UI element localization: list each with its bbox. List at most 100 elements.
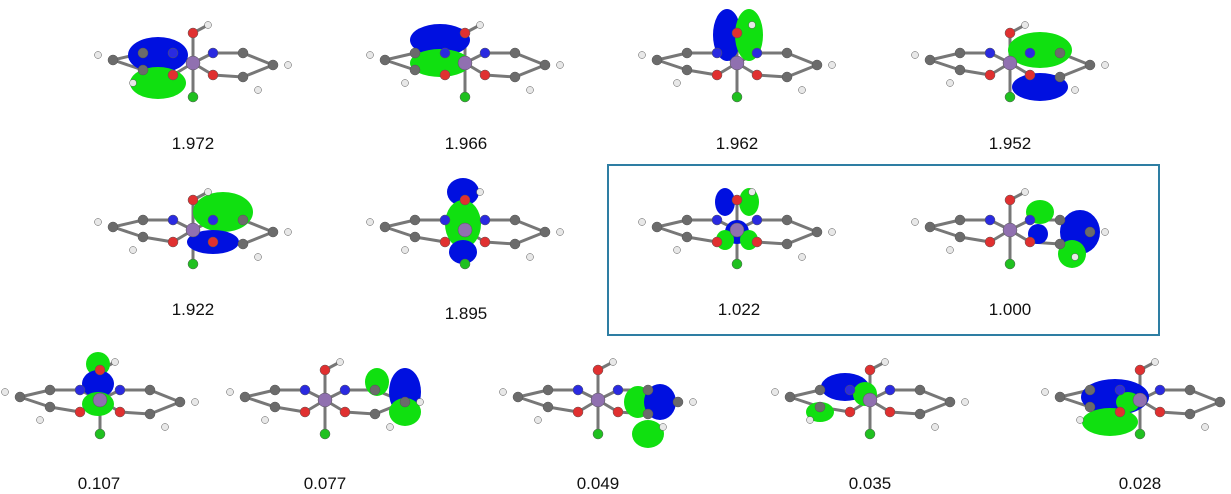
atom-carbon [944,396,956,408]
atom-carbon [542,384,554,396]
atom-hydrogen [911,51,919,59]
atom-carbon [814,401,826,413]
atom-carbon [509,71,521,83]
orbital-lobe [1008,32,1072,68]
orbital-lobe [1012,73,1068,101]
atom-oxygen [167,69,179,81]
bond [244,395,276,409]
atom-metal [862,392,878,408]
atom-carbon [237,238,249,250]
atom-carbon [137,64,149,76]
atom-hydrogen [284,228,292,236]
bond [919,400,951,416]
atom-oxygen [731,194,743,206]
bond [149,400,181,416]
orbital-image [890,5,1130,155]
atom-nitrogen [167,214,179,226]
atom-carbon [137,231,149,243]
atom-hydrogen [689,398,697,406]
atom-chlorine [864,428,876,440]
atom-nitrogen [479,47,491,59]
occupation-label: 1.966 [444,134,488,153]
bond [656,58,688,72]
bond [656,225,688,239]
atom-oxygen [1004,194,1016,206]
atom-carbon [954,214,966,226]
atom-carbon [681,214,693,226]
atom-carbon [137,47,149,59]
atom-oxygen [1154,406,1166,418]
atom-oxygen [1024,69,1036,81]
bond [514,63,546,79]
atom-hydrogen [673,246,681,254]
atom-carbon [107,221,119,233]
atom-carbon [539,226,551,238]
atom-oxygen [207,69,219,81]
bond [514,51,546,67]
atom-hydrogen [94,51,102,59]
atom-hydrogen [638,51,646,59]
orbital-lobe [713,9,741,61]
atom-hydrogen [129,246,137,254]
atom-hydrogen [366,51,374,59]
atom-nitrogen [167,47,179,59]
atom-metal [457,222,473,238]
orbital-image [0,342,220,492]
atom-hydrogen [476,21,484,29]
atom-carbon [369,408,381,420]
atom-hydrogen [336,358,344,366]
atom-oxygen [984,236,996,248]
atom-hydrogen [1101,228,1109,236]
bond [786,218,818,234]
atom-hydrogen [129,79,137,87]
atom-hydrogen [911,218,919,226]
atom-oxygen [74,406,86,418]
atom-carbon [954,64,966,76]
occupation-label: 0.107 [77,474,121,493]
atom-oxygen [711,69,723,81]
orbital-lobe [447,178,479,206]
atom-metal [92,392,108,408]
atom-carbon [1184,384,1196,396]
atom-hydrogen [609,358,617,366]
atom-oxygen [114,406,126,418]
atom-oxygen [94,364,106,376]
atom-nitrogen [984,47,996,59]
atom-oxygen [864,364,876,376]
atom-carbon [1214,396,1226,408]
atom-carbon [651,54,663,66]
atom-nitrogen [1024,47,1036,59]
occupation-label: 0.028 [1118,474,1162,493]
orbital-image [617,172,857,322]
atom-hydrogen [1071,86,1079,94]
atom-carbon [811,226,823,238]
atom-metal [317,392,333,408]
atom-carbon [784,391,796,403]
atom-hydrogen [881,358,889,366]
atom-carbon [672,396,684,408]
occupation-label: 1.022 [717,300,761,319]
atom-nitrogen [884,384,896,396]
atom-carbon [267,59,279,71]
atom-nitrogen [572,384,584,396]
atom-hydrogen [748,21,756,29]
atom-carbon [642,384,654,396]
atom-nitrogen [711,214,723,226]
atom-metal [457,55,473,71]
atom-metal [729,55,745,71]
atom-hydrogen [191,398,199,406]
atom-oxygen [572,406,584,418]
orbital-lobe [128,37,188,73]
atom-oxygen [612,406,624,418]
atom-oxygen [187,194,199,206]
atom-chlorine [592,428,604,440]
atom-nitrogen [207,214,219,226]
bond [1189,388,1221,404]
atom-carbon [1054,391,1066,403]
orbital-image [345,5,585,155]
orbital-image [617,5,857,155]
bond [517,395,549,409]
bond [384,225,416,239]
bond [786,230,818,246]
atom-carbon [509,238,521,250]
